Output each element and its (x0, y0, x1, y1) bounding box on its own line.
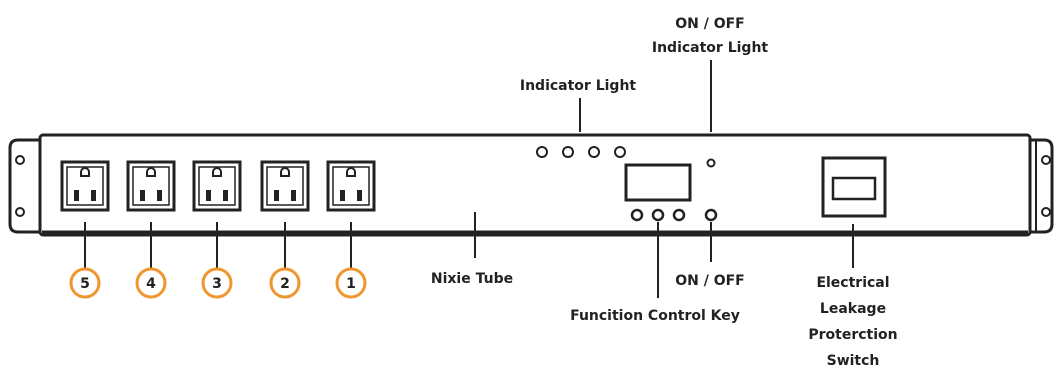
function-keys (630, 208, 718, 222)
indicator-light-label: Indicator Light (520, 78, 637, 94)
left-rack-ear (8, 138, 40, 234)
function-key-2[interactable] (651, 208, 665, 222)
nixie-tube-label: Nixie Tube (431, 271, 513, 287)
outlet-4 (126, 160, 176, 212)
leakage-label-line4: Switch (827, 353, 880, 369)
on-off-indicator-light (706, 158, 716, 168)
outlet-number-4: 4 (146, 276, 156, 292)
outlet-1 (326, 160, 376, 212)
leakage-label-line2: Leakage (820, 301, 886, 317)
on-off-indicator-label-line2: Indicator Light (652, 40, 769, 56)
outlet-number-badges: 5 4 3 2 1 (69, 267, 367, 299)
on-off-indicator-label-line1: ON / OFF (675, 16, 745, 32)
function-control-key-label: Funcition Control Key (570, 308, 740, 324)
outlet-number-1: 1 (346, 276, 356, 292)
outlet-number-5: 5 (80, 276, 90, 292)
outlet-leader-lines (84, 222, 352, 268)
function-key-3[interactable] (672, 208, 686, 222)
outlet-badge-1: 1 (335, 267, 367, 299)
outlet-badge-3: 3 (201, 267, 233, 299)
outlet-number-2: 2 (280, 276, 290, 292)
on-off-label: ON / OFF (675, 273, 745, 289)
leakage-protection-switch[interactable] (821, 156, 887, 218)
nixie-tube-display (624, 163, 692, 202)
outlet-3 (192, 160, 242, 212)
outlet-badge-4: 4 (135, 267, 167, 299)
function-key-1[interactable] (630, 208, 644, 222)
outlet-badge-2: 2 (269, 267, 301, 299)
outlet-number-3: 3 (212, 276, 222, 292)
outlet-group (60, 160, 376, 212)
indicator-lights (536, 146, 626, 158)
outlet-badge-5: 5 (69, 267, 101, 299)
on-off-button[interactable] (704, 208, 718, 222)
outlet-5 (60, 160, 110, 212)
leakage-label-line1: Electrical (816, 275, 889, 291)
right-rack-ear (1028, 138, 1054, 234)
leakage-label-line3: Protercti​on (808, 327, 897, 343)
outlet-2 (260, 160, 310, 212)
